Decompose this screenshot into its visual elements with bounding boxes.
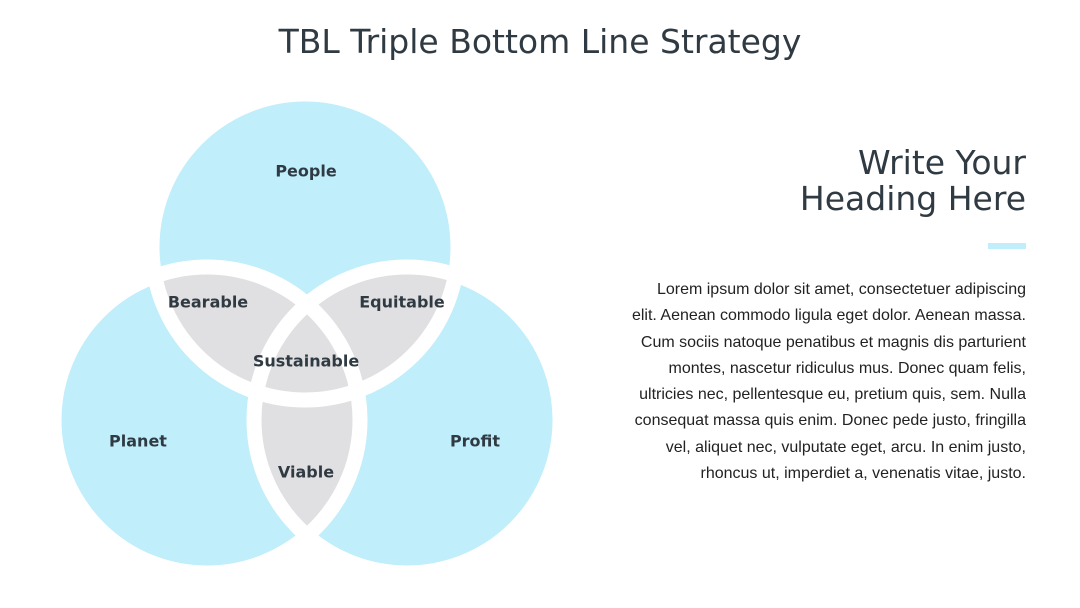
ring-planet [46, 259, 368, 581]
overlap-planet-profit [254, 267, 360, 573]
label-viable: Viable [278, 463, 334, 482]
label-people: People [275, 162, 337, 181]
side-heading-line1: Write Your [857, 143, 1026, 182]
side-heading-line2: Heading Here [799, 179, 1026, 218]
label-profit: Profit [450, 432, 500, 451]
label-equitable: Equitable [359, 293, 445, 312]
label-sustainable: Sustainable [253, 352, 359, 371]
label-planet: Planet [109, 432, 167, 451]
ring-profit [246, 259, 568, 581]
label-bearable: Bearable [168, 293, 248, 312]
ring-people [144, 86, 466, 408]
accent-bar [988, 243, 1026, 249]
venn-diagram: People Planet Profit Bearable Equitable … [46, 86, 568, 581]
slide-title: TBL Triple Bottom Line Strategy [278, 22, 802, 61]
side-heading: Write Your Heading Here [626, 145, 1026, 217]
body-paragraph: Lorem ipsum dolor sit amet, consectetuer… [631, 281, 1026, 483]
